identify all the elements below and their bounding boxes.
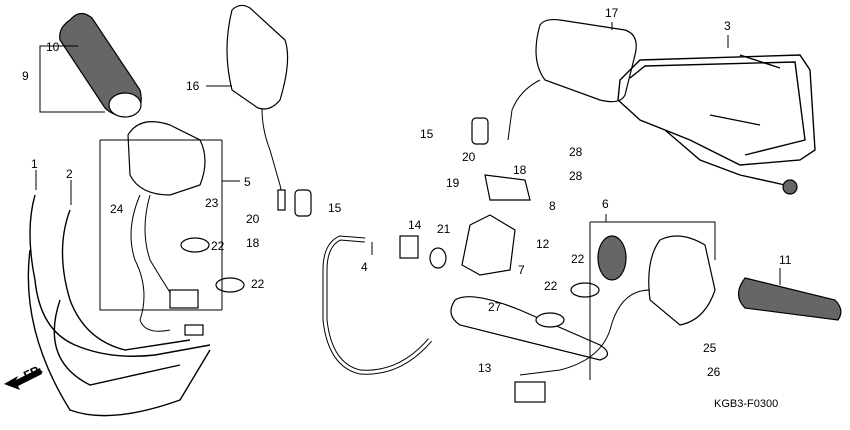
right-switch-housing — [514, 235, 716, 403]
callout-2: 2 — [66, 167, 73, 181]
callout-18: 18 — [513, 163, 527, 177]
right-grip — [737, 277, 842, 321]
callout-21: 21 — [437, 222, 451, 236]
clutch-cable — [322, 235, 432, 375]
callout-8: 8 — [549, 199, 556, 213]
callout-1: 1 — [31, 157, 38, 171]
callout-10: 10 — [46, 40, 60, 54]
callout-12: 12 — [536, 237, 550, 251]
left-mirror — [226, 4, 289, 211]
left-cables — [27, 194, 211, 417]
callout-24: 24 — [110, 202, 124, 216]
callout-18: 18 — [246, 236, 260, 250]
callout-6: 6 — [602, 197, 609, 211]
callout-15: 15 — [328, 201, 342, 215]
right-mirror — [507, 18, 637, 141]
callout-20: 20 — [462, 150, 476, 164]
callout-9: 9 — [22, 69, 29, 83]
callout-27: 27 — [488, 300, 502, 314]
callout-19: 19 — [446, 176, 460, 190]
callout-11: 11 — [779, 253, 792, 267]
callout-26: 26 — [707, 365, 721, 379]
leader-lines — [35, 22, 781, 380]
callout-4: 4 — [361, 260, 368, 274]
callout-16: 16 — [186, 79, 200, 93]
left-throttle-grip — [59, 12, 142, 118]
callout-23: 23 — [205, 196, 219, 210]
front-direction-arrow: FR. — [4, 362, 45, 390]
callout-13: 13 — [478, 361, 492, 375]
callout-labels: 1 2 3 4 5 6 7 8 9 10 11 12 13 14 15 15 1… — [22, 6, 792, 379]
callout-25: 25 — [703, 341, 717, 355]
callout-22: 22 — [251, 277, 265, 291]
callout-22: 22 — [544, 279, 558, 293]
left-switch-housing — [127, 121, 245, 336]
clutch-lever-assembly — [294, 117, 609, 361]
callout-17: 17 — [605, 6, 619, 20]
diagram-code: KGB3-F0300 — [714, 398, 778, 410]
front-marker-label: FR. — [21, 362, 44, 383]
callout-7: 7 — [518, 263, 525, 277]
callout-5: 5 — [244, 175, 251, 189]
callout-3: 3 — [724, 19, 731, 33]
callout-28: 28 — [569, 169, 583, 183]
throttle-cable-assembly — [617, 54, 816, 195]
callout-14: 14 — [408, 218, 422, 232]
callout-20: 20 — [246, 212, 260, 226]
callout-22: 22 — [211, 239, 225, 253]
callout-28: 28 — [569, 145, 583, 159]
callout-22: 22 — [571, 252, 585, 266]
callout-15: 15 — [420, 127, 434, 141]
